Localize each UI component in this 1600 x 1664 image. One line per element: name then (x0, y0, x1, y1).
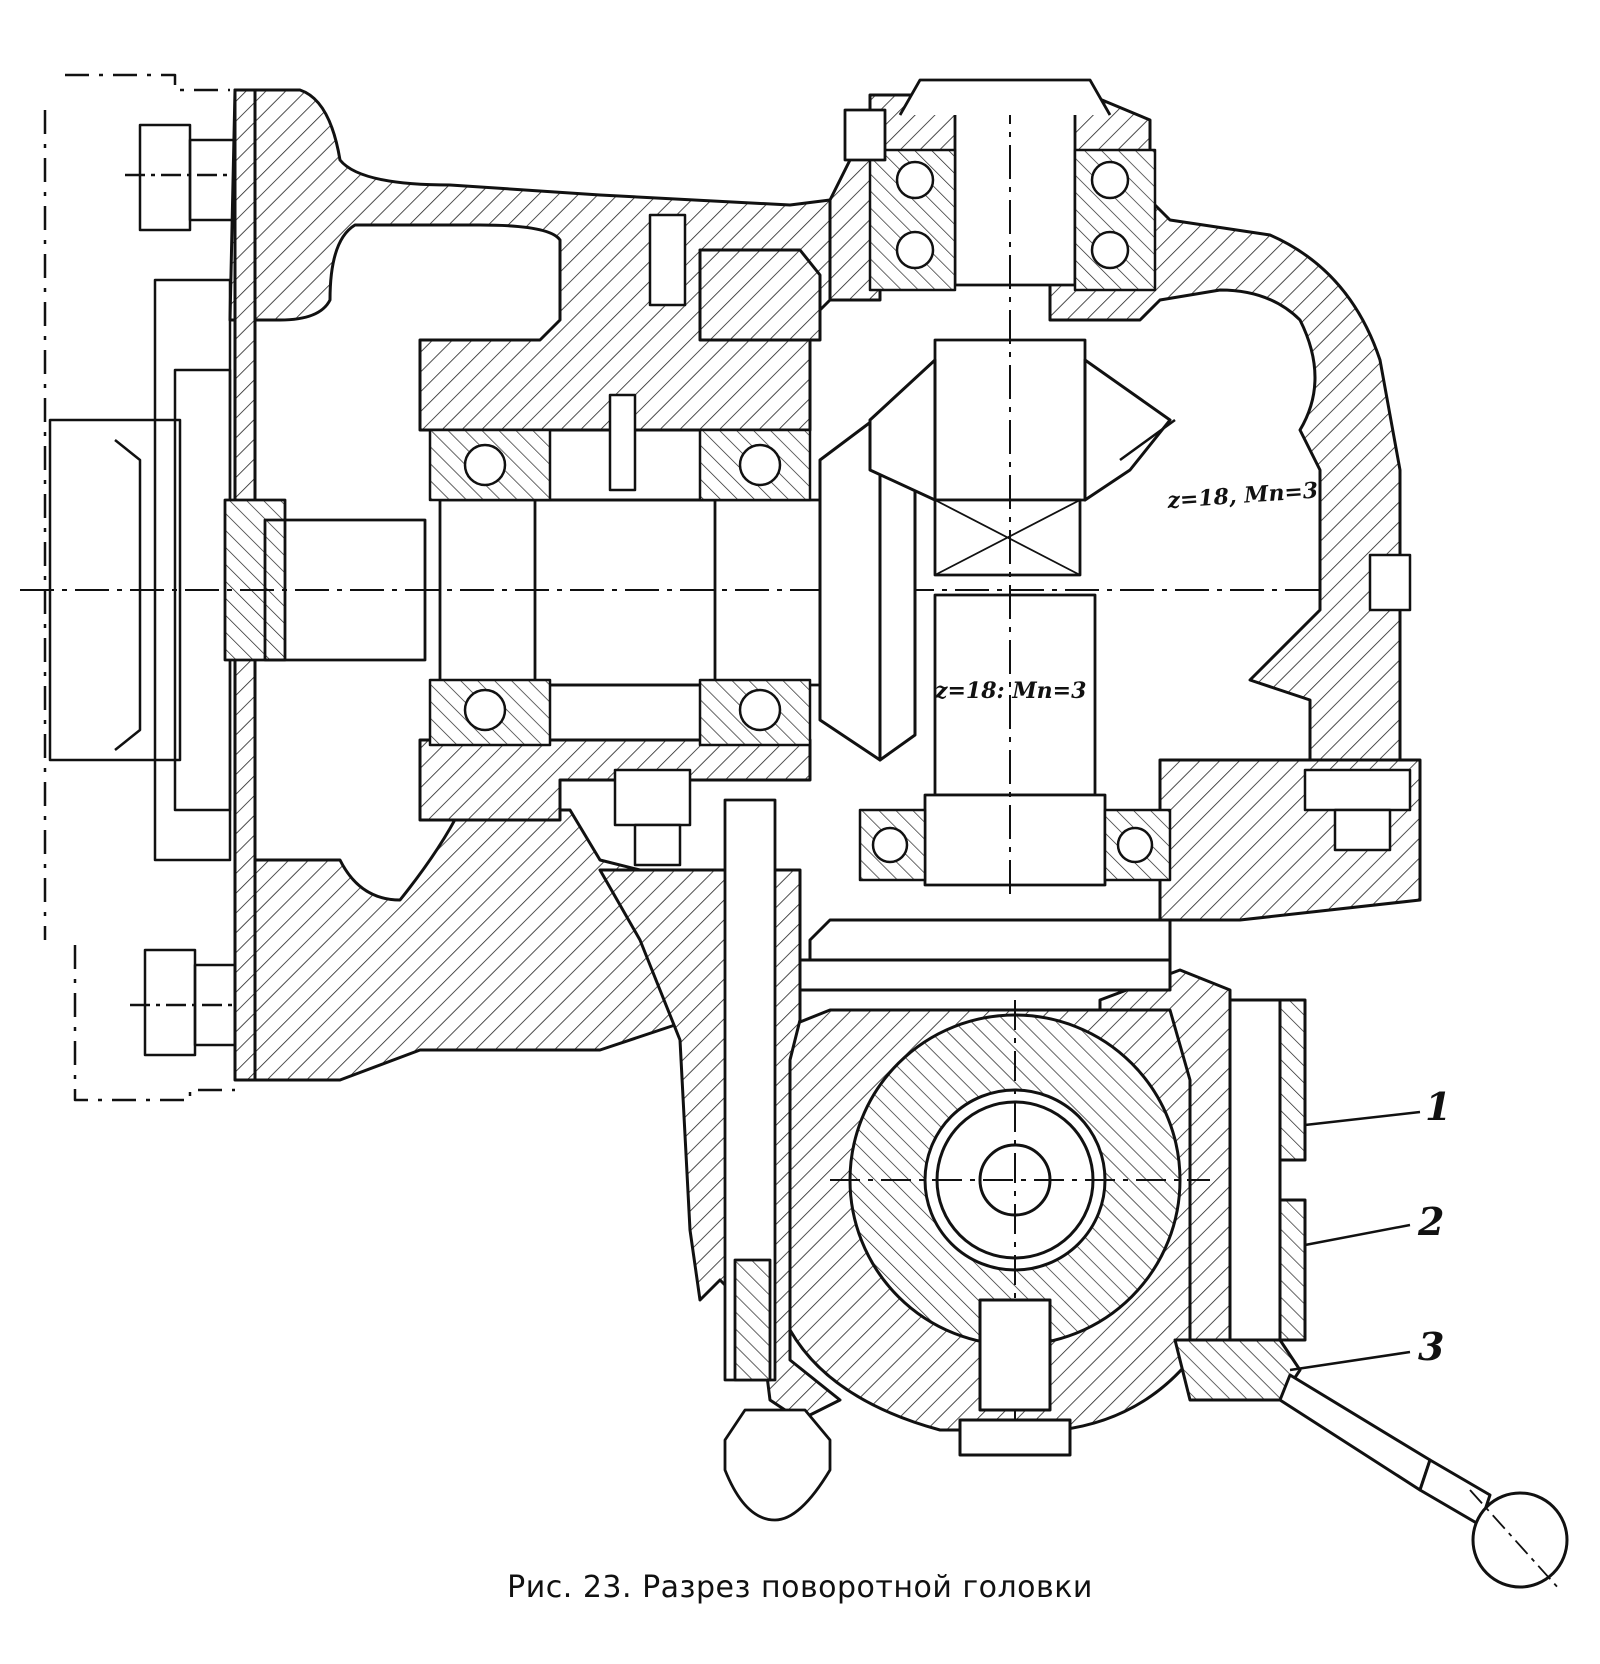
callout-label-1: 1 (1425, 1084, 1451, 1129)
lever-handle (1173, 998, 1569, 1591)
figure-caption: Рис. 23. Разрез поворотной головки (507, 1570, 1093, 1605)
bevel-gear-vertical (868, 358, 1172, 502)
worm-wheel-disc (788, 918, 1172, 992)
top-cap (843, 78, 1112, 162)
worm-gear (778, 1000, 1210, 1457)
gear-annotation-lower: z=18: Mn=3 (934, 678, 1086, 704)
mounting-flange-outline (43, 73, 235, 1102)
gear-annotation-upper: z=18, Mn=3 (1166, 478, 1319, 515)
callout-label-3: 3 (1418, 1324, 1444, 1369)
right-bolts (613, 213, 1412, 867)
face-plate (48, 278, 232, 862)
horizontal-shaft (20, 498, 1400, 687)
stud-bolt (723, 798, 832, 1522)
callout-label-2: 2 (1417, 1199, 1444, 1244)
horizontal-shaft-bearings (428, 393, 812, 747)
main-housing (228, 88, 832, 1082)
vertical-shaft-bearings (858, 148, 1172, 882)
lower-left-bolt (130, 948, 245, 1057)
callout-leaders (1119, 418, 1421, 1372)
upper-left-bolt (125, 123, 240, 232)
bevel-gear-horizontal (818, 413, 917, 762)
lower-housing (598, 868, 842, 1422)
vertical-shaft (923, 90, 1107, 900)
